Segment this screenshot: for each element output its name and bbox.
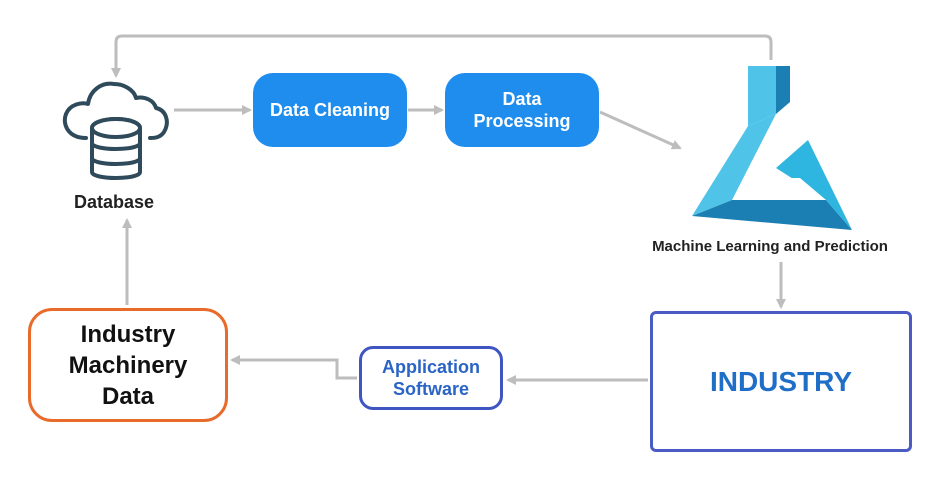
data-processing-label-line1: Data <box>502 89 542 109</box>
arrow-processing-to-ml <box>599 110 682 150</box>
ml-prediction-label: Machine Learning and Prediction <box>652 238 888 255</box>
machinery-data-line1: Industry <box>80 320 176 348</box>
data-cleaning-node: Data Cleaning <box>253 73 407 147</box>
data-processing-node: Data Processing <box>445 73 599 147</box>
industry-node: INDUSTRY <box>650 311 912 452</box>
industry-label: INDUSTRY <box>709 365 853 397</box>
data-cleaning-label: Data Cleaning <box>269 100 391 120</box>
application-software-line2: Software <box>392 379 470 399</box>
database-label: Database <box>73 192 155 212</box>
machinery-data-line3: Data <box>101 382 155 410</box>
arrow-software-to-machinery-data <box>230 355 357 380</box>
database-cloud-icon <box>62 81 169 180</box>
data-processing-label-line2: Processing <box>473 111 571 131</box>
industry-machinery-data-node: Industry Machinery Data <box>28 308 228 422</box>
application-software-line1: Application <box>382 357 480 377</box>
machinery-data-line2: Machinery <box>68 351 188 379</box>
flask-icon <box>692 66 852 230</box>
arrow-ml-to-database <box>111 34 773 78</box>
application-software-node: Application Software <box>359 346 503 410</box>
